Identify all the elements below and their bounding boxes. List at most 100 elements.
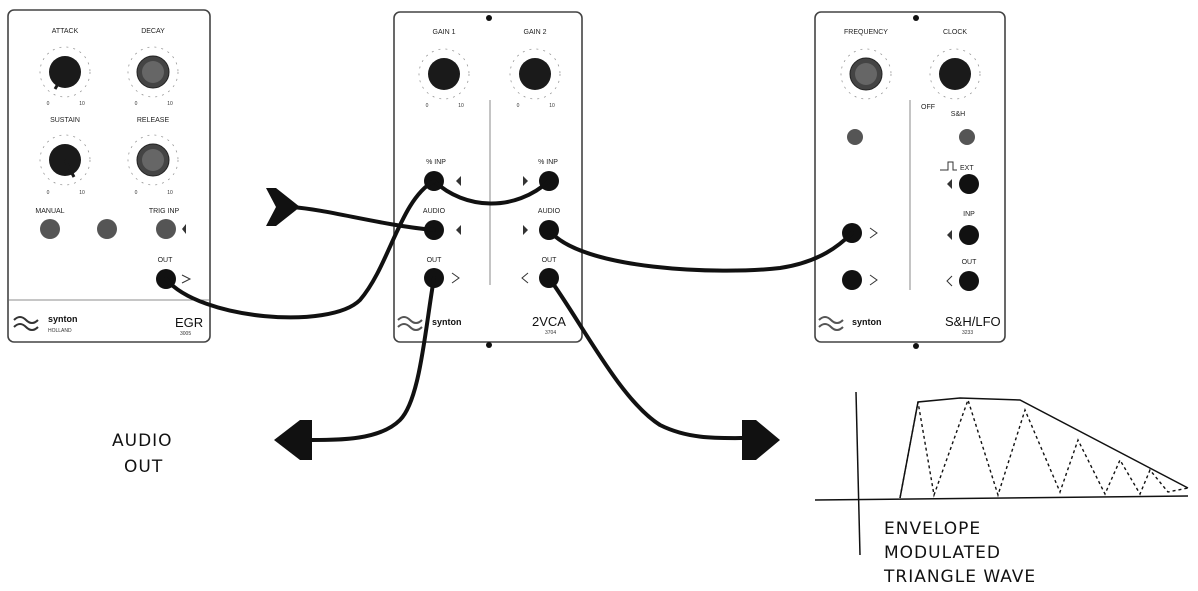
frequency-label: FREQUENCY xyxy=(844,29,888,36)
wave-caption-line3: TRIANGLE WAVE xyxy=(883,567,1036,587)
decay-max-tick: 10 xyxy=(167,101,173,107)
decay-min-tick: 0 xyxy=(135,101,138,107)
cv-inp-1-label: % INP xyxy=(426,159,446,166)
trig-inp-arrow-icon xyxy=(182,224,186,234)
lfo-left-jack-2[interactable] xyxy=(842,270,862,290)
lfo-name: S&H/LFO xyxy=(945,314,1001,329)
cable-egr-out-to-cv-1 xyxy=(164,179,436,320)
clock-off-label: OFF xyxy=(921,104,935,111)
ext-arrow-icon xyxy=(947,179,952,189)
cable-input-to-audio-1 xyxy=(290,205,436,232)
sustain-label: SUSTAIN xyxy=(50,117,80,124)
gain-2-max-tick: 10 xyxy=(549,103,555,109)
attack-max-tick: 10 xyxy=(79,101,85,107)
lfo-out-jack[interactable] xyxy=(959,271,979,291)
wave-caption-line1: ENVELOPE xyxy=(884,519,981,539)
clock-sh-label: S&H xyxy=(951,111,965,118)
decay-label: DECAY xyxy=(141,28,165,35)
gain-2-min-tick: 0 xyxy=(517,103,520,109)
attack-knob[interactable] xyxy=(39,46,91,98)
pulse-icon xyxy=(940,161,957,171)
sustain-min-tick: 0 xyxy=(47,190,50,196)
lfo-left-jack-2-arrow-icon xyxy=(869,274,878,286)
gain-1-min-tick: 0 xyxy=(426,103,429,109)
wave-caption-line2: MODULATED xyxy=(884,543,1001,563)
clock-knob[interactable] xyxy=(929,48,981,100)
cable-out-2-to-scope xyxy=(547,276,752,441)
egr-name: EGR xyxy=(175,315,203,330)
egr-out-arrow-icon xyxy=(181,274,192,284)
gain-1-label: GAIN 1 xyxy=(433,29,456,36)
release-label: RELEASE xyxy=(137,117,170,124)
audio-1-label: AUDIO xyxy=(423,208,446,215)
audio-1-arrow-icon xyxy=(456,225,461,235)
audio-out-text-line1: AUDIO xyxy=(112,431,173,451)
lfo-bottom-screw-icon xyxy=(913,343,919,349)
scope-arrow-icon xyxy=(742,420,780,460)
egr-panel xyxy=(7,9,211,343)
lfo-out-arrow-icon xyxy=(946,275,953,287)
egr-mid-button[interactable] xyxy=(97,219,117,239)
release-knob[interactable] xyxy=(127,134,179,186)
audio-2-arrow-icon xyxy=(523,225,528,235)
gain-1-max-tick: 10 xyxy=(458,103,464,109)
vca-name: 2VCA xyxy=(532,314,566,329)
patch-cables xyxy=(164,179,854,442)
frequency-knob[interactable] xyxy=(840,48,892,100)
egr-brand: synton xyxy=(48,314,78,324)
inp-label: INP xyxy=(963,211,975,218)
gain-1-knob[interactable] xyxy=(418,48,470,100)
cable-cv-1-to-cv-2 xyxy=(432,179,551,206)
input-arrow-icon xyxy=(266,188,300,226)
vca-top-screw-icon xyxy=(486,15,492,21)
gain-2-label: GAIN 2 xyxy=(524,29,547,36)
attack-min-tick: 0 xyxy=(47,101,50,107)
cv-inp-2-label: % INP xyxy=(538,159,558,166)
lfo-brand: synton xyxy=(852,317,882,327)
vca-number: 3704 xyxy=(545,330,556,336)
audio-2-label: AUDIO xyxy=(538,208,561,215)
ext-label: EXT xyxy=(960,165,974,172)
audio-out-text-line2: OUT xyxy=(124,457,163,477)
lfo-number: 3233 xyxy=(962,330,973,336)
lfo-synton-logo-icon xyxy=(818,316,844,331)
out-2-label: OUT xyxy=(542,257,558,264)
synton-logo-icon xyxy=(13,316,39,331)
gain-2-knob[interactable] xyxy=(509,48,561,100)
ext-jack[interactable] xyxy=(959,174,979,194)
decay-knob[interactable] xyxy=(127,46,179,98)
lfo-out-label: OUT xyxy=(962,259,978,266)
cable-out-1-to-audio-out xyxy=(310,276,436,442)
waveform-sketch: ENVELOPE MODULATED TRIANGLE WAVE xyxy=(814,391,1189,587)
out-1-arrow-icon xyxy=(451,272,460,284)
release-min-tick: 0 xyxy=(135,190,138,196)
cable-audio-2-to-lfo xyxy=(547,228,854,273)
inp-arrow-icon xyxy=(947,230,952,240)
vca-module: GAIN 1 0 10 GAIN 2 0 10 % INP % INP AUDI… xyxy=(393,11,583,348)
cv-inp-1-arrow-icon xyxy=(456,176,461,186)
waveform-x-axis xyxy=(814,495,1189,501)
clock-label: CLOCK xyxy=(943,29,967,36)
trig-inp-jack[interactable] xyxy=(156,219,176,239)
out-1-label: OUT xyxy=(427,257,443,264)
trig-inp-label: TRIG INP xyxy=(149,208,180,215)
vca-bottom-screw-icon xyxy=(486,342,492,348)
audio-out-arrow-icon xyxy=(274,420,312,460)
lfo-module: FREQUENCY CLOCK OFF S&H EXT INP OUT synt… xyxy=(814,11,1006,349)
vca-panel xyxy=(393,11,583,343)
triangle-wave xyxy=(899,397,1189,499)
release-max-tick: 10 xyxy=(167,190,173,196)
attack-label: ATTACK xyxy=(52,28,79,35)
egr-module: ATTACK 0 10 DECAY 0 10 SUSTAIN 0 10 RELE… xyxy=(7,9,211,343)
inp-jack[interactable] xyxy=(959,225,979,245)
lfo-left-jack-1-arrow-icon xyxy=(869,227,878,239)
egr-number: 3005 xyxy=(180,331,191,337)
sustain-knob[interactable] xyxy=(39,134,91,186)
lfo-top-screw-icon xyxy=(913,15,919,21)
manual-button[interactable] xyxy=(40,219,60,239)
cv-inp-2-arrow-icon xyxy=(523,176,528,186)
manual-label: MANUAL xyxy=(35,208,64,215)
egr-out-label: OUT xyxy=(158,257,174,264)
sustain-max-tick: 10 xyxy=(79,190,85,196)
